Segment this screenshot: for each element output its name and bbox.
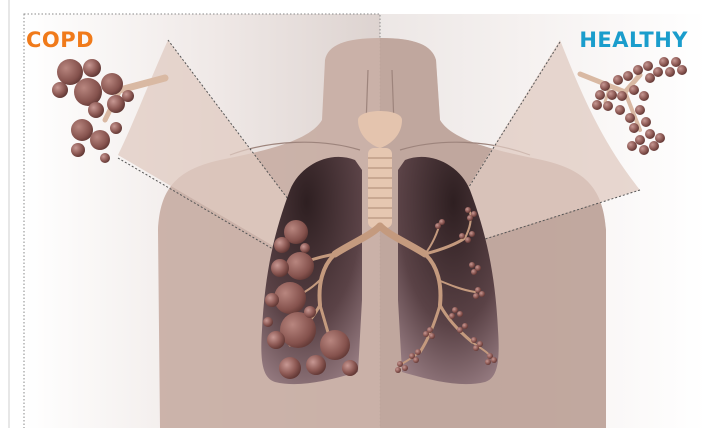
trachea (368, 148, 392, 228)
copd-label: COPD (26, 28, 94, 52)
healthy-label: HEALTHY (579, 28, 688, 52)
